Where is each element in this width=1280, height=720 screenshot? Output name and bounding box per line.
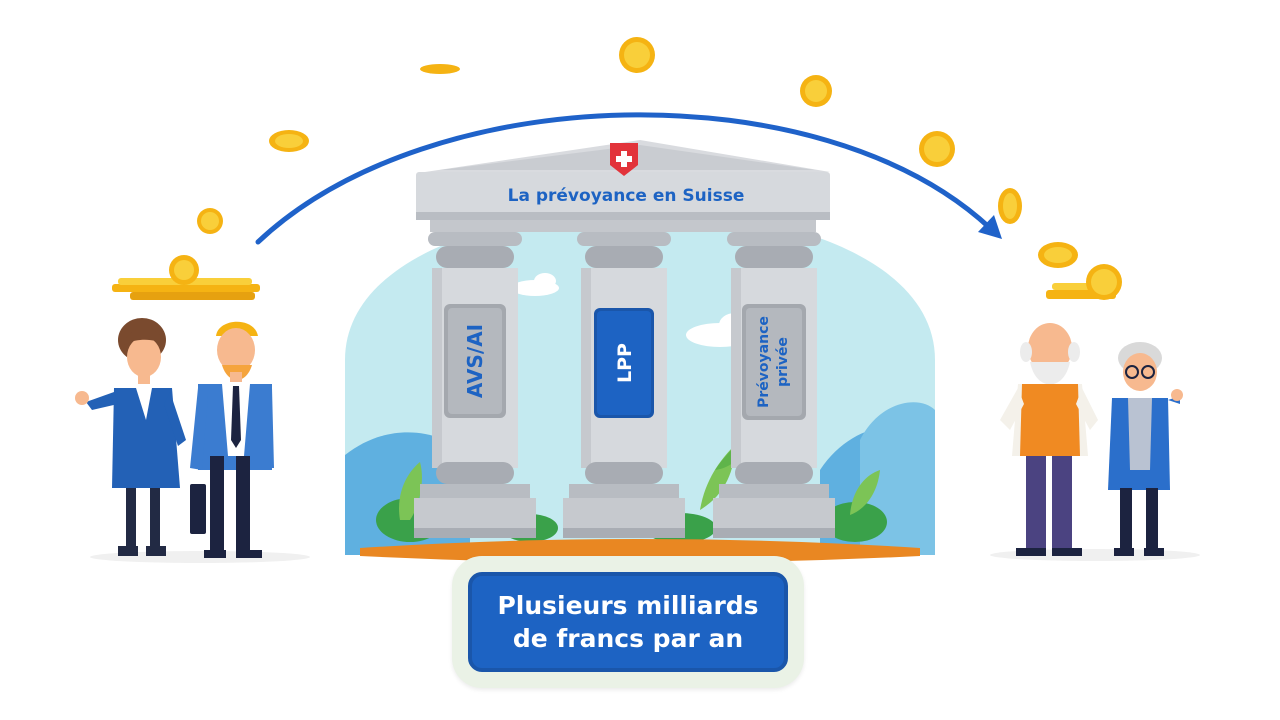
coin-icon [998, 188, 1022, 224]
bush-icon [823, 470, 887, 542]
old-woman-retiree [1108, 342, 1183, 556]
briefcase-icon [190, 484, 206, 534]
caption-line-2: de francs par an [512, 624, 744, 653]
woman-worker [75, 318, 186, 556]
coin-icon [919, 131, 955, 167]
pillar-prevoyance-privee [713, 232, 835, 538]
old-man-retiree [1000, 323, 1098, 556]
pillar-label-privee: privée [775, 337, 791, 387]
coin-icon [800, 75, 832, 107]
coin-icon [619, 37, 655, 73]
caption-box: Plusieurs milliards de francs par an [452, 556, 804, 688]
coin-icon [269, 130, 309, 152]
temple-title: La prévoyance en Suisse [508, 186, 745, 206]
pillar-avs-ai [414, 232, 536, 538]
swiss-cross-icon [610, 143, 638, 176]
caption-line-1: Plusieurs milliards [497, 591, 759, 620]
pillar-label-avs-ai: AVS/AI [463, 324, 487, 398]
man-worker [190, 321, 274, 558]
pillar-lpp [563, 232, 685, 538]
pillar-label-lpp: LPP [614, 343, 636, 383]
coin-icon [1038, 242, 1078, 268]
pillar-label-prevoyance: Prévoyance [756, 316, 772, 408]
coin-pile-right [1046, 264, 1122, 300]
temple: La prévoyance en Suisse AVS/AI LPP Prévo… [414, 140, 835, 538]
coin-icon [420, 64, 460, 74]
coin-pile-left [112, 255, 260, 300]
curved-arrow-icon [255, 112, 1002, 245]
caption-panel: Plusieurs milliards de francs par an [468, 572, 788, 672]
coin-icon [197, 208, 223, 234]
